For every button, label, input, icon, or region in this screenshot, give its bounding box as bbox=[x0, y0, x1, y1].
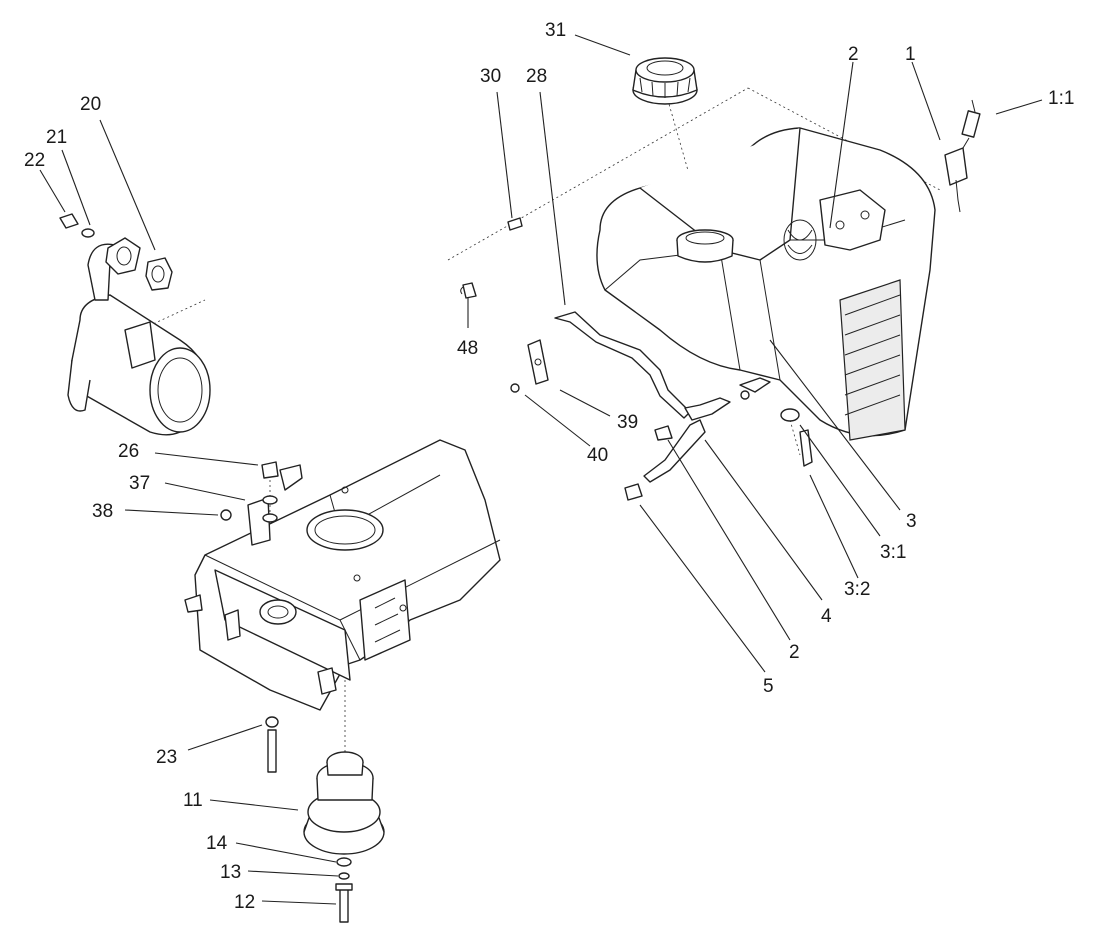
frame-deck bbox=[184, 439, 501, 711]
callout-14: 14 bbox=[206, 833, 228, 854]
callout-labels: 31 2 1 1:1 30 28 20 21 22 48 39 40 3 3:1… bbox=[24, 20, 1074, 913]
callout-22: 22 bbox=[24, 150, 45, 171]
callout-48: 48 bbox=[457, 338, 478, 359]
callout-23: 23 bbox=[156, 747, 177, 768]
callout-39: 39 bbox=[617, 412, 638, 433]
callout-20: 20 bbox=[80, 94, 101, 115]
callout-28: 28 bbox=[526, 66, 547, 87]
callout-40: 40 bbox=[587, 445, 608, 466]
callout-1: 1 bbox=[905, 44, 916, 65]
callout-12: 12 bbox=[234, 892, 255, 913]
fuel-switch bbox=[944, 99, 981, 213]
callout-37: 37 bbox=[129, 473, 150, 494]
callout-38: 38 bbox=[92, 501, 113, 522]
callout-31: 31 bbox=[545, 20, 566, 41]
bracket-hardware bbox=[220, 461, 303, 546]
leader-lines bbox=[39, 34, 1043, 905]
fuel-tank bbox=[596, 127, 936, 441]
callout-2-top: 2 bbox=[848, 44, 859, 65]
callout-3: 3 bbox=[906, 511, 917, 532]
pulley-assembly bbox=[265, 716, 385, 923]
muffler bbox=[59, 213, 211, 436]
callout-30: 30 bbox=[480, 66, 501, 87]
callout-1-1: 1:1 bbox=[1048, 88, 1074, 109]
callout-5: 5 bbox=[763, 676, 774, 697]
callout-2-bottom: 2 bbox=[789, 642, 800, 663]
callout-4: 4 bbox=[821, 606, 832, 627]
callout-21: 21 bbox=[46, 127, 67, 148]
callout-3-1: 3:1 bbox=[880, 542, 906, 563]
callout-13: 13 bbox=[220, 862, 241, 883]
callout-3-2: 3:2 bbox=[844, 579, 870, 600]
callout-11: 11 bbox=[183, 790, 203, 811]
fuel-cap bbox=[632, 57, 698, 105]
hardware-upper bbox=[460, 217, 523, 299]
callout-26: 26 bbox=[118, 441, 139, 462]
